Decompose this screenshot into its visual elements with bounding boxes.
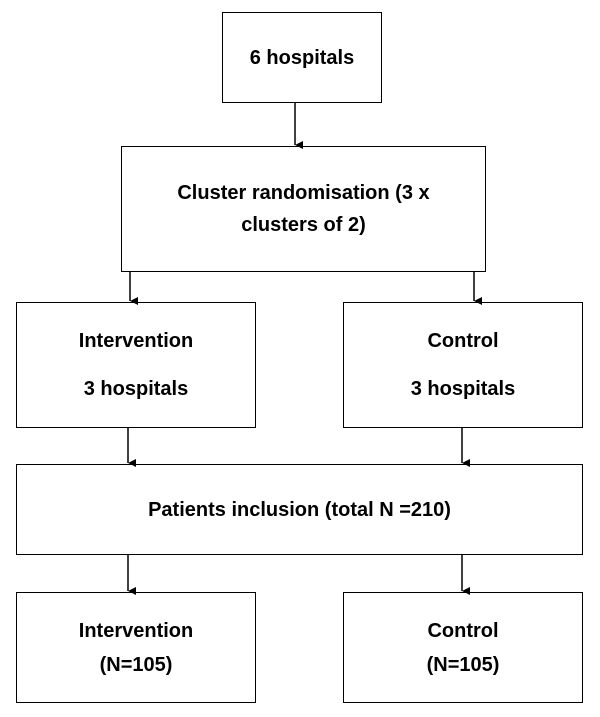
randomisation-line2: clusters of 2) xyxy=(241,214,366,236)
intervention-arm-title: Intervention xyxy=(78,330,194,352)
intervention-result-count: (N=105) xyxy=(99,653,173,676)
control-arm-count: 3 hospitals xyxy=(410,378,516,400)
randomisation-line1: Cluster randomisation (3 x xyxy=(177,182,430,204)
intervention-arm-box: Intervention 3 hospitals xyxy=(16,302,256,428)
control-result-title: Control xyxy=(427,619,499,642)
randomisation-box: Cluster randomisation (3 x clusters of 2… xyxy=(121,146,486,272)
inclusion-box: Patients inclusion (total N =210) xyxy=(16,464,583,555)
inclusion-label: Patients inclusion (total N =210) xyxy=(148,498,451,521)
control-result-count: (N=105) xyxy=(426,653,500,676)
hospitals-box: 6 hospitals xyxy=(222,12,382,103)
control-arm-title: Control xyxy=(427,330,499,352)
intervention-arm-count: 3 hospitals xyxy=(83,378,189,400)
intervention-result-box: Intervention (N=105) xyxy=(16,592,256,703)
hospitals-box-label: 6 hospitals xyxy=(249,46,355,69)
intervention-result-title: Intervention xyxy=(78,619,194,642)
control-arm-box: Control 3 hospitals xyxy=(343,302,583,428)
control-result-box: Control (N=105) xyxy=(343,592,583,703)
